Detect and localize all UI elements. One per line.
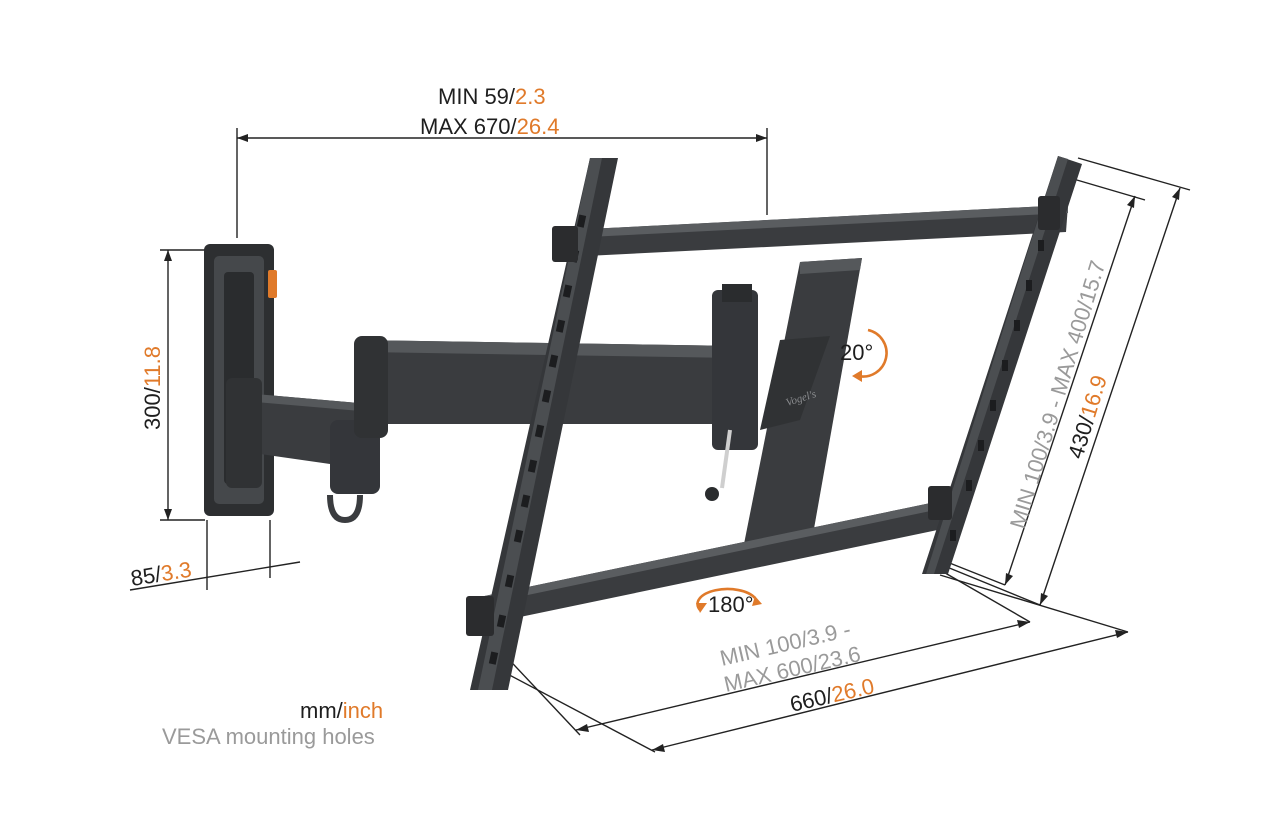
tilt-rotation-icon [852, 328, 888, 382]
swivel-rotation-icon [696, 587, 762, 613]
swivel-angle-label: 180° [708, 592, 754, 617]
wall-plate-height-label: 300/11.8 [140, 346, 165, 430]
tilt-angle-label: 20° [840, 340, 873, 365]
wall-plate-depth-label: 85/3.3 [129, 557, 193, 591]
wall-plate-height-dimension [160, 249, 205, 521]
arm-extension-max-label: MAX 670/26.4 [420, 114, 559, 139]
width-dimensions [499, 569, 1129, 753]
arm-extension-min-label: MIN 59/2.3 [438, 84, 546, 109]
bottom-crossbar [475, 500, 947, 626]
first-arm [226, 378, 380, 524]
tilt-plate [744, 258, 862, 544]
right-vertical-strip [922, 156, 1082, 574]
top-crossbar [566, 205, 1068, 257]
orange-tab [268, 270, 277, 298]
arm-extension-dimension [236, 128, 768, 238]
height-dimensions [941, 157, 1191, 606]
wall-plate-depth-dimension [129, 520, 301, 591]
legend-vesa: VESA mounting holes [162, 724, 375, 749]
legend-units: mm/inch [300, 698, 383, 723]
left-vertical-strip [466, 158, 618, 690]
